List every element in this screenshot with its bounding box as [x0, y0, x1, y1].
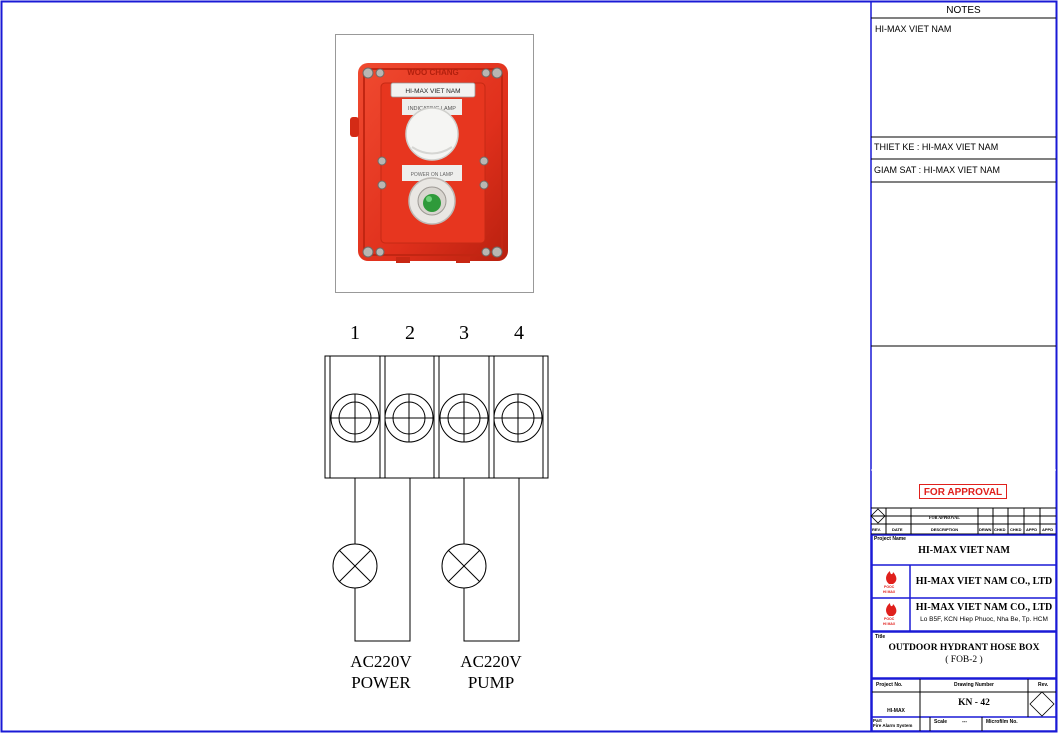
load-pump-line1: AC220V	[460, 652, 522, 671]
designer-line: THIET KE : HI-MAX VIET NAM	[874, 142, 999, 152]
load-power-line1: AC220V	[350, 652, 412, 671]
wires	[354, 478, 520, 642]
rev-header-description: DESCRIPTION	[930, 527, 959, 532]
brand-plate-text: HI-MAX VIET NAM	[405, 88, 460, 95]
wire-power-return	[354, 478, 411, 642]
rev-diamond	[1029, 691, 1055, 717]
rev-header-rev: REV.	[872, 527, 881, 532]
rev-header-appd-2: APPD	[1042, 527, 1054, 532]
approval-stamp: FOR APPROVAL	[919, 484, 1007, 499]
rev-header-chkd-2: CHKD	[1010, 527, 1022, 532]
drawing-number-lines	[872, 679, 1056, 731]
hydrant-box-illustration: WOO CHANG HI-MAX VIET NAM INDICATING LAM…	[350, 63, 508, 263]
logo-1-text-bottom: HI MAX	[883, 590, 896, 594]
rev-header-chkd: CHKD	[994, 527, 1006, 532]
part-label: Part	[873, 718, 882, 723]
company-logo-2	[886, 603, 897, 616]
lamp-plate-label: POWER ON LAMP	[411, 172, 454, 178]
terminal-screws	[330, 393, 543, 443]
rev-header-drwn: DRWN	[979, 527, 992, 532]
drawing-number-label: Drawing Number	[953, 682, 994, 688]
terminal-screw-3	[439, 393, 489, 443]
drawing-number: KN - 42	[958, 698, 990, 708]
drawing-title: OUTDOOR HYDRANT HOSE BOX	[888, 643, 1040, 653]
scale-label: Scale	[934, 719, 948, 725]
lamp-symbol-power	[332, 543, 378, 589]
terminal-screw-2	[384, 393, 434, 443]
title-label: Title	[875, 634, 886, 640]
rev-header-date: DATE	[892, 527, 903, 532]
logo-2-text-bottom: HI MAX	[883, 622, 896, 626]
terminal-screw-4	[493, 393, 543, 443]
scale-value: ---	[962, 719, 967, 725]
brand-plate	[390, 82, 476, 98]
load-label-power: AC220V POWER	[336, 651, 426, 693]
company-name-1: HI-MAX VIET NAM CO., LTD	[915, 576, 1053, 587]
company-name-2: HI-MAX VIET NAM CO., LTD	[915, 602, 1053, 613]
logo-2-text-top: POOC	[884, 617, 895, 621]
lamp-symbol-pump	[441, 543, 487, 589]
rev-label: Rev.	[1038, 682, 1049, 688]
project-name-label: Project Name	[874, 536, 906, 542]
company-block-lines	[871, 534, 1057, 732]
revision-marker	[870, 508, 886, 524]
titleblock-lines	[871, 17, 1056, 535]
wire-pump-return	[463, 478, 520, 642]
company-address: Lo B5F, KCN Hiep Phuoc, Nha Be, Tp. HCM	[920, 616, 1048, 623]
part-value: Fire Alarm System	[873, 723, 913, 728]
notes-header: NOTES	[946, 5, 981, 16]
supervisor-line: GIAM SAT : HI-MAX VIET NAM	[874, 165, 1001, 175]
terminal-label-2: 2	[405, 322, 415, 344]
drawing-subtitle: ( FOB-2 )	[945, 655, 983, 665]
product-photo: WOO CHANG HI-MAX VIET NAM INDICATING LAM…	[335, 34, 534, 293]
load-pump-line2: PUMP	[467, 673, 515, 692]
bolts	[362, 67, 503, 258]
rev-header-appd: APPD	[1026, 527, 1038, 532]
terminal-label-1: 1	[350, 322, 360, 344]
cast-text: WOO CHANG	[407, 68, 459, 77]
revision-row-text: FOR APPROVAL	[929, 515, 960, 520]
company-logo-1	[886, 571, 897, 584]
microfilm-label: Microfilm No.	[986, 719, 1018, 725]
load-label-pump: AC220V PUMP	[446, 651, 536, 693]
load-power-line2: POWER	[351, 673, 411, 692]
notes-text: HI-MAX VIET NAM	[875, 24, 952, 34]
terminal-label-3: 3	[459, 322, 469, 344]
project-no-label: Project No.	[876, 682, 903, 688]
green-lamp	[423, 194, 441, 212]
indicating-window	[405, 107, 459, 161]
terminal-screw-1	[330, 393, 380, 443]
terminal-label-4: 4	[514, 322, 524, 344]
project-no-value: HI-MAX	[887, 708, 905, 714]
logo-1-text-top: POOC	[884, 585, 895, 589]
project-name: HI-MAX VIET NAM	[918, 545, 1010, 556]
terminal-block	[324, 355, 549, 479]
